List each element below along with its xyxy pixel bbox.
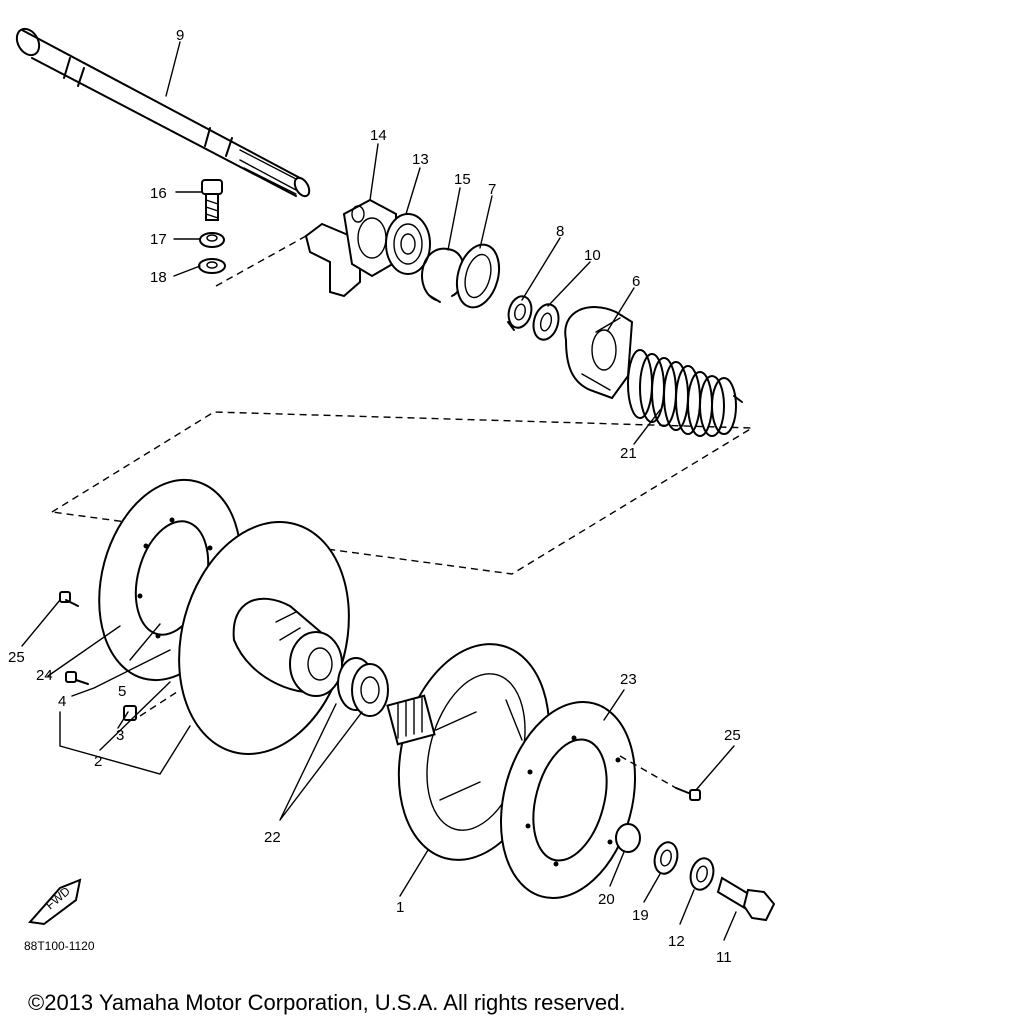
callout-13: 13: [412, 151, 429, 168]
fwd-arrow-icon: FWD: [28, 878, 82, 926]
callout-19: 19: [632, 907, 649, 924]
part-3-nut: [123, 689, 181, 721]
part-25-bolt-right: [619, 755, 701, 801]
callout-9: 9: [176, 27, 184, 44]
callout-17: 17: [150, 231, 167, 248]
part-9-shaft: [15, 27, 311, 198]
leader-lines: [21, 41, 737, 941]
callout-8: 8: [556, 223, 564, 240]
part-14-bearing-holder: [304, 198, 397, 298]
callout-23: 23: [620, 671, 637, 688]
part-22-bushing: [337, 657, 389, 717]
callout-labels: 9 14 13 15 7 16 17 18 8 10 6 21 25 24 5 …: [8, 27, 741, 966]
part-17-washer: [199, 232, 225, 248]
part-11-bolt: [716, 876, 776, 922]
callout-10: 10: [584, 247, 601, 264]
part-16-bolt: [201, 179, 223, 221]
part-19-washer: [653, 841, 679, 875]
callout-3: 3: [116, 727, 124, 744]
part-6-spring-seat: [564, 306, 634, 400]
callout-5: 5: [118, 683, 126, 700]
callout-2: 2: [94, 753, 102, 770]
part-13-bearing: [385, 213, 431, 275]
part-code: 88T100-1120: [24, 939, 95, 953]
callout-24: 24: [36, 667, 53, 684]
part-8-clip: [507, 295, 533, 331]
part-21-spring: [627, 349, 743, 437]
part-12-washer: [689, 857, 715, 891]
part-7-washer: [455, 243, 501, 309]
callout-6: 6: [632, 273, 640, 290]
callout-21: 21: [620, 445, 637, 462]
copyright-notice: ©2013 Yamaha Motor Corporation, U.S.A. A…: [28, 990, 626, 1015]
part-18-washer: [198, 258, 226, 274]
callout-25-left: 25: [8, 649, 25, 666]
part-2-sheave: [178, 521, 350, 755]
callout-25-right: 25: [724, 727, 741, 744]
callout-20: 20: [598, 891, 615, 908]
callout-11: 11: [716, 949, 732, 966]
callout-22: 22: [264, 829, 281, 846]
part-23-plate: [499, 700, 637, 900]
callout-18: 18: [150, 269, 167, 286]
part-20-collar: [615, 823, 641, 853]
callout-16: 16: [150, 185, 167, 202]
part-4-bolt: [65, 671, 89, 685]
callout-1: 1: [396, 899, 404, 916]
part-10-washer: [532, 303, 560, 341]
callout-14: 14: [370, 127, 387, 144]
callout-7: 7: [488, 181, 496, 198]
assembly-reference-outline: [49, 411, 755, 575]
callout-12: 12: [668, 933, 685, 950]
callout-15: 15: [454, 171, 471, 188]
part-25-bolt-left: [59, 591, 79, 607]
callout-4: 4: [58, 693, 66, 710]
